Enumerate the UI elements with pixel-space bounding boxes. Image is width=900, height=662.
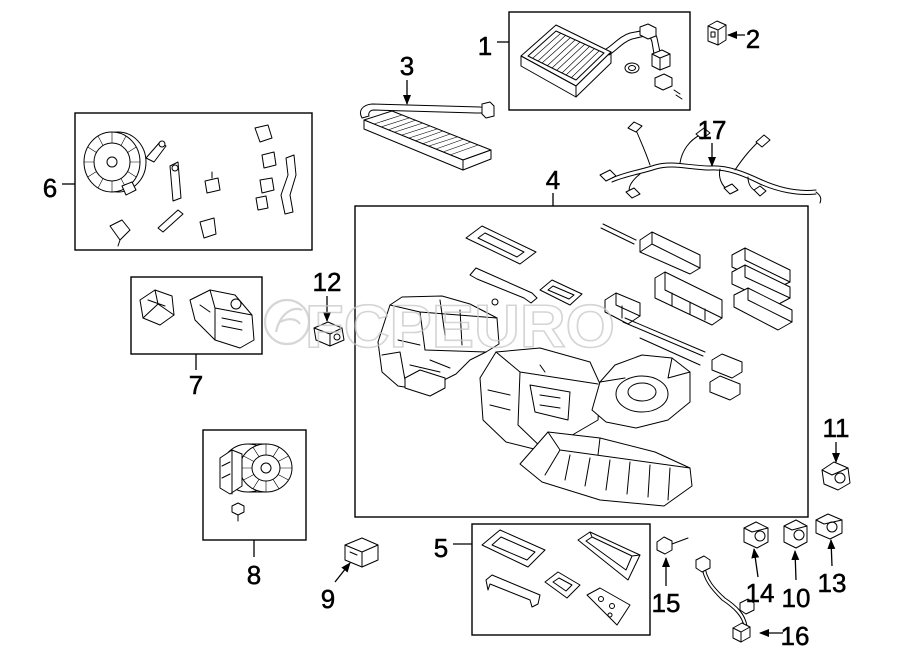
part-8-illustration [219, 443, 293, 522]
callout-1: 1 [478, 31, 492, 61]
part-5-box [471, 523, 651, 636]
part-9-illustration [344, 537, 379, 568]
watermark-text: FCPEURO [305, 293, 615, 360]
part-4-box [354, 205, 809, 518]
watermark-logo-mark [274, 307, 303, 333]
part-2-illustration [707, 20, 727, 46]
callout-13: 13 [818, 568, 847, 598]
part-15-illustration [656, 536, 689, 555]
watermark: FCPEURO [263, 292, 616, 361]
callout-6: 6 [43, 173, 57, 203]
callout-16: 16 [781, 621, 810, 651]
callout-11: 11 [823, 413, 850, 443]
part-12-illustration [313, 321, 345, 347]
part-10-illustration [783, 519, 808, 549]
callout-2: 2 [746, 24, 760, 54]
callout-9-leader [334, 562, 351, 583]
callout-9: 9 [321, 584, 335, 614]
callout-14: 14 [746, 578, 775, 608]
callout-14-leader [751, 548, 760, 578]
part-14-illustration [743, 521, 769, 549]
part-7-illustration [139, 289, 255, 349]
part-4-illustration [377, 223, 793, 507]
callout-17: 17 [698, 115, 727, 145]
part-1-illustration [520, 23, 683, 100]
watermark-logo-icon [263, 298, 311, 346]
part-5-illustration [481, 529, 641, 626]
callout-12: 12 [313, 267, 342, 297]
callout-4: 4 [546, 165, 560, 195]
part-6-box [74, 112, 313, 251]
callout-15: 15 [652, 588, 681, 618]
part-13-illustration [815, 513, 843, 540]
callout-3: 3 [400, 51, 414, 81]
callout-5: 5 [434, 533, 448, 563]
part-3-illustration [359, 101, 495, 171]
callout-7: 7 [189, 370, 203, 400]
callout-10-leader [791, 550, 800, 581]
part-6-illustration [83, 124, 297, 247]
callout-10: 10 [782, 583, 811, 613]
callout-8: 8 [247, 560, 261, 590]
callout-13-leader [827, 539, 836, 567]
part-16-illustration [695, 555, 755, 643]
part-1-box [508, 11, 691, 111]
